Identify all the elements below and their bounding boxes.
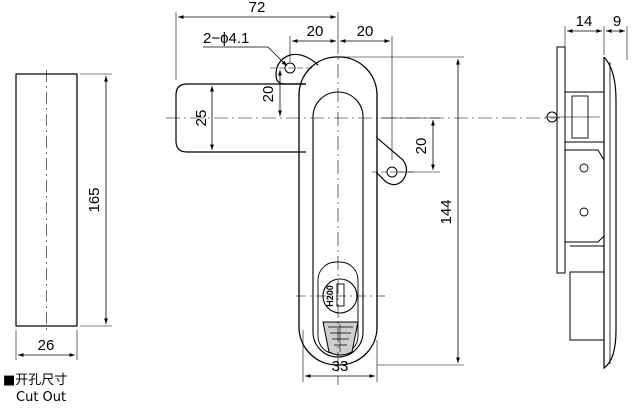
hole-spec-leader bbox=[267, 46, 288, 67]
dim-lower-hole-vertical: 20 bbox=[413, 138, 430, 155]
side-view: 14 9 bbox=[545, 13, 628, 370]
upper-ear bbox=[275, 53, 319, 85]
cutout-rectangle bbox=[15, 73, 78, 327]
side-screw-3 bbox=[579, 207, 589, 217]
dim-body-height: 144 bbox=[438, 199, 455, 224]
legend-title-en: Cut Out bbox=[16, 390, 67, 405]
legend-title-cn: ■开孔尺寸 bbox=[3, 373, 67, 389]
side-front-plate bbox=[603, 56, 617, 370]
dim-hole-offset-right: 20 bbox=[357, 23, 374, 40]
legend-marker: ■ bbox=[3, 373, 16, 388]
dim-overall-width: 72 bbox=[249, 0, 266, 16]
dim-handle-width: 25 bbox=[193, 110, 210, 127]
lower-ear bbox=[375, 136, 408, 186]
dim-hole-spec: 2−ϕ4.1 bbox=[203, 30, 249, 47]
side-screw-2 bbox=[579, 163, 589, 173]
key-slot bbox=[336, 283, 345, 307]
side-panel bbox=[556, 46, 566, 274]
cutout-view: 165 26 bbox=[15, 70, 112, 360]
dim-side-depth: 9 bbox=[613, 13, 621, 30]
push-button bbox=[322, 321, 359, 356]
side-latch bbox=[565, 149, 605, 243]
dim-hole-vertical: 20 bbox=[260, 86, 277, 103]
dim-side-thickness: 14 bbox=[576, 13, 593, 30]
dim-hole-offset-left: 20 bbox=[307, 23, 324, 40]
dim-body-width: 33 bbox=[332, 358, 349, 375]
front-view: H200 72 20 20 2−ϕ4.1 20 25 bbox=[166, 0, 560, 385]
dim-cutout-width: 26 bbox=[38, 337, 55, 354]
dim-cutout-height: 165 bbox=[86, 187, 103, 212]
legend-title-cn-text: 开孔尺寸 bbox=[15, 373, 68, 388]
